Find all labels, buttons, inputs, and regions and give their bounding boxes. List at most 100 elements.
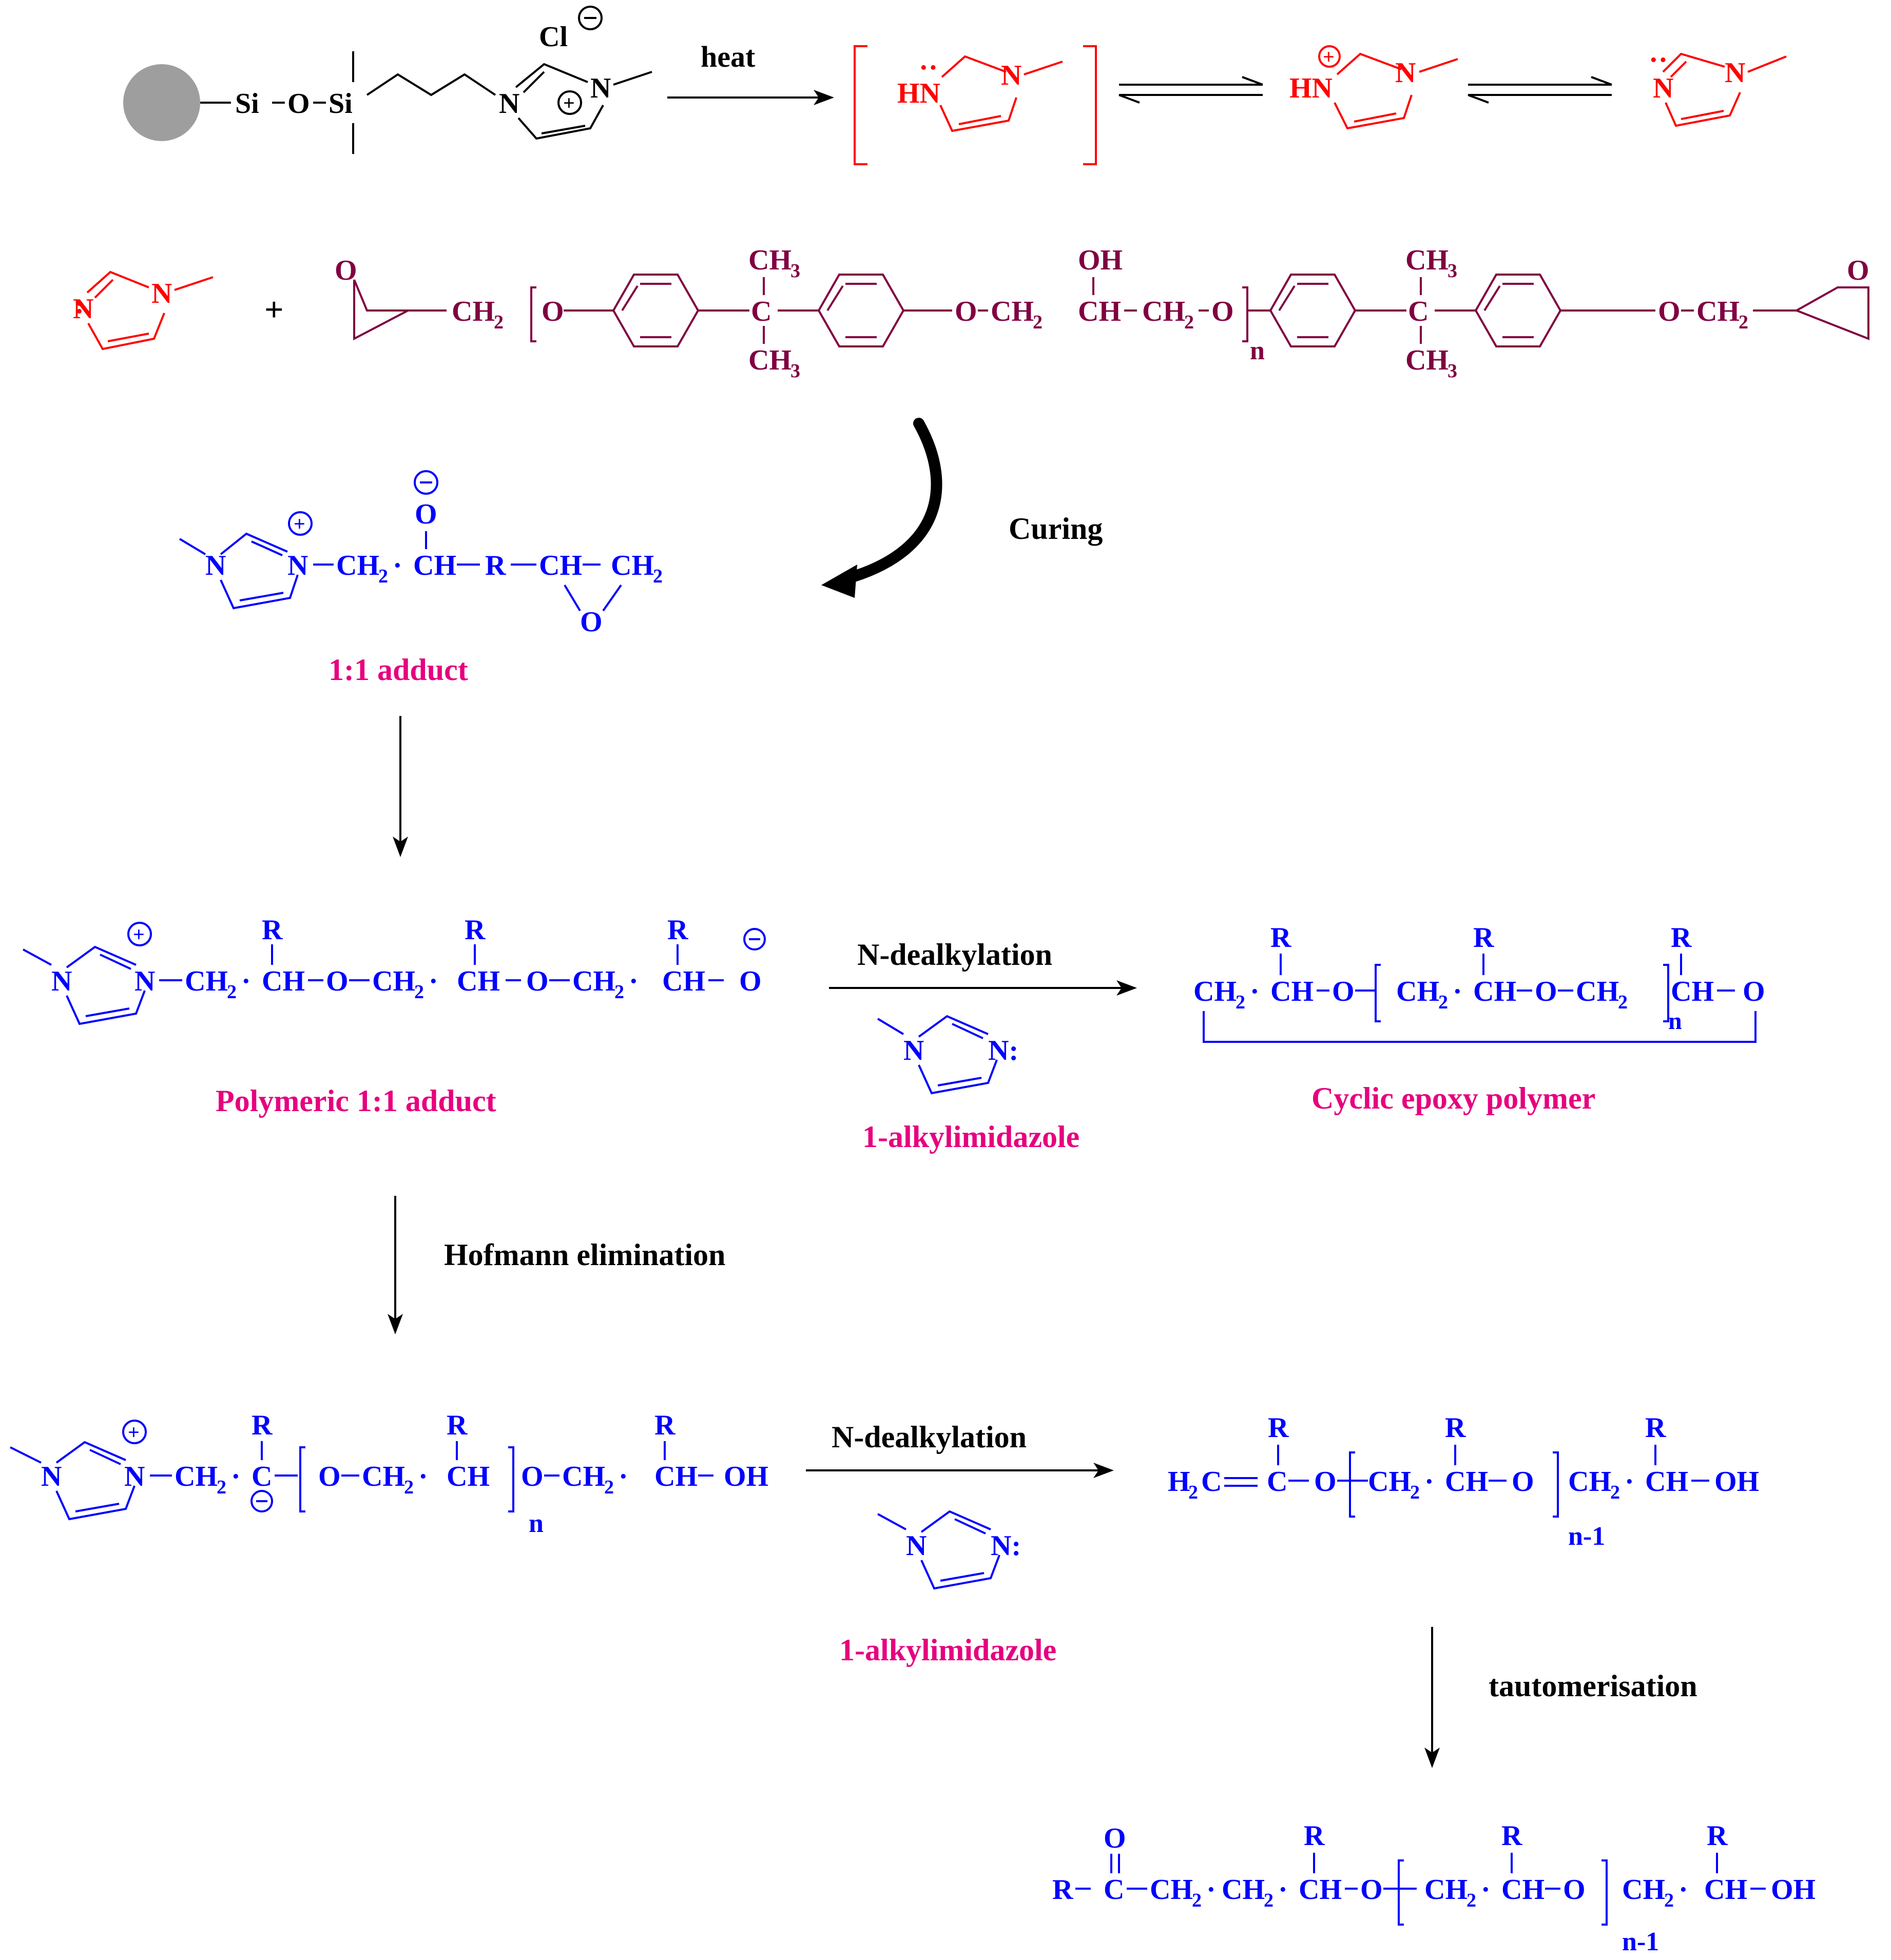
ylide-ch2: CH xyxy=(175,1461,218,1492)
svg-text:C: C xyxy=(1201,1466,1222,1498)
plus-charge-icon: + xyxy=(563,91,575,114)
cyclic-r-b: R xyxy=(1473,922,1494,954)
adduct-r: R xyxy=(485,550,506,581)
svg-text:2: 2 xyxy=(1664,1890,1674,1911)
svg-text:+: + xyxy=(1323,45,1335,68)
o-ether-1: O xyxy=(542,296,564,327)
adduct-n-methyl: N xyxy=(205,550,226,581)
n-atom-c: N xyxy=(1725,57,1745,89)
vinyl-ether-polymer: H 2 C R C O CH 2 · R CH O n-1 CH 2 · R C… xyxy=(1168,1412,1759,1551)
svg-text:2: 2 xyxy=(1184,312,1194,333)
vinyl-r1: R xyxy=(1268,1412,1289,1444)
cyclic-o-a: O xyxy=(1332,976,1355,1007)
adduct-ch: CH xyxy=(413,550,456,581)
svg-text:·: · xyxy=(1481,1874,1491,1906)
ketone-ch-d: CH xyxy=(1704,1874,1747,1906)
ketone-terminated-polymer: R O C CH 2 · CH 2 · R CH O CH 2 · R CH O… xyxy=(1052,1820,1816,1956)
vinyl-ch-b: CH xyxy=(1445,1466,1488,1498)
cyclic-ch-a: CH xyxy=(1270,976,1314,1007)
imid-n3: N xyxy=(73,293,93,325)
adduct-ch2: CH xyxy=(336,550,379,581)
vinyl-r3: R xyxy=(1645,1412,1666,1444)
curing-label: Curing xyxy=(1009,512,1103,546)
adduct-n-plus: N xyxy=(287,550,308,581)
ketone-ch2-a: CH xyxy=(1150,1874,1193,1906)
arrowhead-icon xyxy=(1116,980,1137,996)
svg-text:·: · xyxy=(1678,1874,1688,1906)
adduct-o-anion: O xyxy=(415,498,437,530)
vinyl-ch2-c: CH xyxy=(1568,1466,1611,1498)
ylide-o2: O xyxy=(521,1461,544,1492)
heat-arrow: heat xyxy=(667,40,834,105)
ch3-bottom-right: CH xyxy=(1405,344,1449,376)
curing-arrow: Curing xyxy=(821,418,1103,598)
ch2-right: CH xyxy=(1696,296,1740,327)
svg-text:2: 2 xyxy=(494,312,504,333)
one-to-one-adduct: N N + CH 2 · O CH R CH CH 2 O xyxy=(179,470,663,638)
svg-text:3: 3 xyxy=(790,360,800,382)
ylide-o1: O xyxy=(318,1461,341,1492)
quaternary-c-right: C xyxy=(1408,296,1429,327)
n-dealkylation-label-1: N-dealkylation xyxy=(857,938,1052,972)
poly-unit3-r: R xyxy=(667,914,688,946)
vinyl-h2c: H xyxy=(1168,1466,1190,1498)
n-atom-b: N xyxy=(1395,57,1416,89)
silica-particle xyxy=(123,64,200,141)
poly-unit2-ch: CH xyxy=(457,965,500,997)
ketone-ch2-b: CH xyxy=(1222,1874,1265,1906)
svg-text:·: · xyxy=(619,1461,628,1492)
svg-text:·: · xyxy=(418,1461,428,1492)
svg-text:2: 2 xyxy=(1618,992,1628,1013)
svg-text:2: 2 xyxy=(1236,992,1245,1013)
ch3-top-left: CH xyxy=(748,244,792,276)
svg-text:2: 2 xyxy=(1033,312,1043,333)
curved-arrowhead-icon xyxy=(821,565,857,598)
oh-group: OH xyxy=(1078,244,1123,276)
svg-text:+: + xyxy=(128,1421,140,1444)
poly-n-methyl: N xyxy=(51,965,72,997)
methylimidazole-free: N ·· N xyxy=(1649,44,1787,127)
cyclic-n: n xyxy=(1668,1007,1682,1035)
ketone-o2: O xyxy=(1563,1874,1586,1906)
ch2-left: CH xyxy=(452,296,495,327)
byproduct2-n1: N xyxy=(906,1530,927,1562)
nh-lone-pair-atom: HN xyxy=(897,77,940,109)
svg-text:2: 2 xyxy=(614,981,624,1003)
vinyl-c: C xyxy=(1267,1466,1287,1498)
svg-text:·: · xyxy=(1424,1466,1434,1498)
ch2-mid-1: CH xyxy=(991,296,1034,327)
byproduct1-n3: N: xyxy=(988,1035,1018,1066)
poly-unit3-ch: CH xyxy=(662,965,705,997)
svg-text:·: · xyxy=(429,965,438,997)
byproduct2-n3: N: xyxy=(991,1530,1021,1562)
imidazolium-n3: N xyxy=(499,88,519,120)
equilibrium-arrow-2 xyxy=(1468,76,1612,104)
svg-text:2: 2 xyxy=(1739,312,1748,333)
repeat-n: n xyxy=(1250,336,1265,365)
ylide-r2: R xyxy=(447,1409,468,1441)
vinyl-ch2-b: CH xyxy=(1368,1466,1411,1498)
arrowhead-icon xyxy=(1093,1463,1114,1478)
svg-text:··: ·· xyxy=(919,52,938,84)
quaternary-c-left: C xyxy=(751,296,771,327)
poly-unit1-o: O xyxy=(326,965,349,997)
vinyl-ch-c: CH xyxy=(1645,1466,1688,1498)
ketone-c: C xyxy=(1104,1874,1124,1906)
hofmann-label: Hofmann elimination xyxy=(444,1238,725,1272)
poly-unit1-ch2: CH xyxy=(185,965,228,997)
ch-mid: CH xyxy=(1078,296,1121,327)
ch3-top-right: CH xyxy=(1405,244,1449,276)
byproduct-imidazole-2: N N: xyxy=(877,1510,1021,1590)
poly-unit3-o: O xyxy=(739,965,762,997)
ylide-r1: R xyxy=(252,1409,273,1441)
ylide-n-plus: N xyxy=(124,1461,145,1492)
plus-sign: + xyxy=(264,291,284,328)
poly-unit1-ch: CH xyxy=(262,965,305,997)
ketone-ch2-d: CH xyxy=(1622,1874,1665,1906)
ketone-n-minus-1: n-1 xyxy=(1622,1927,1659,1956)
adduct-label: 1:1 adduct xyxy=(329,653,468,687)
ch3-bottom-left: CH xyxy=(748,344,792,376)
poly-unit3-ch2: CH xyxy=(572,965,615,997)
arrowhead-icon xyxy=(388,1314,403,1334)
tautomerisation-label: tautomerisation xyxy=(1489,1669,1697,1703)
